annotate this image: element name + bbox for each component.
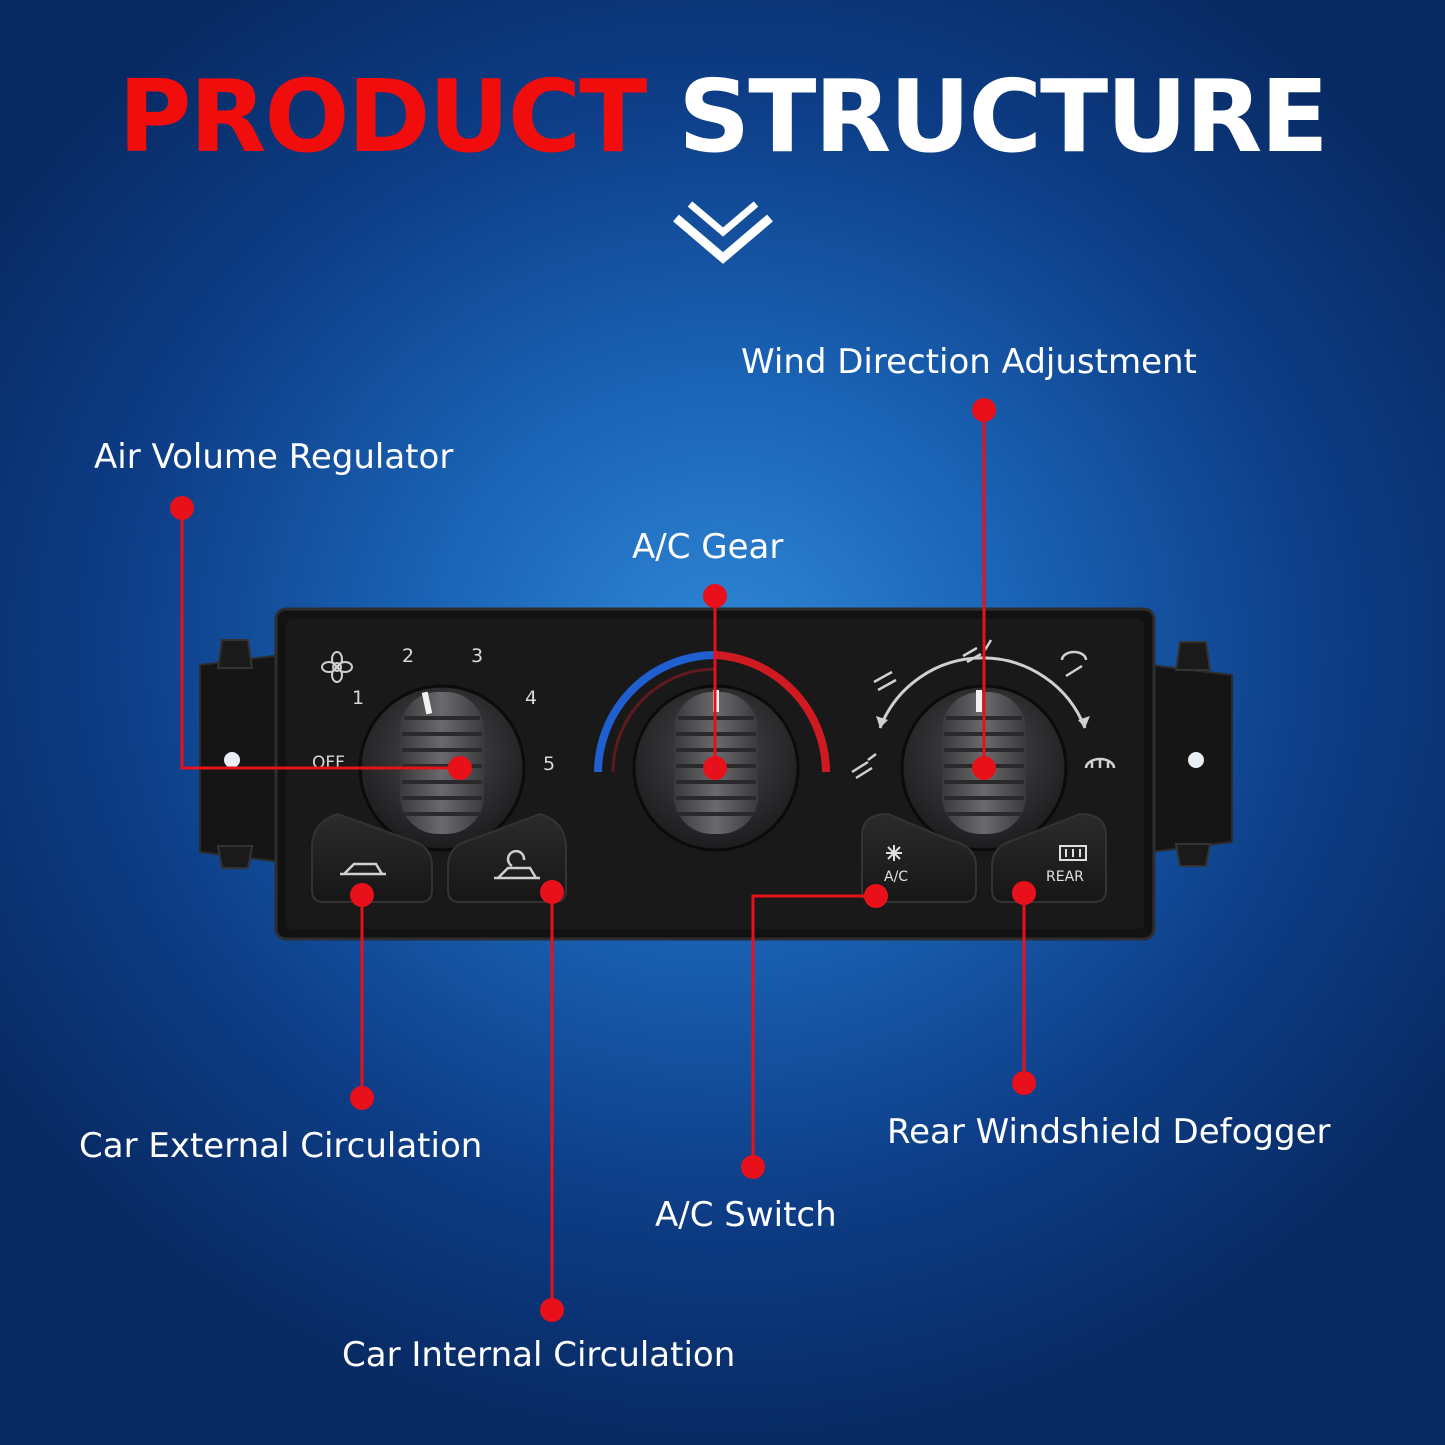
vent-face-icon bbox=[873, 670, 897, 692]
vent-defrost-floor-icon bbox=[1060, 650, 1088, 678]
snowflake-icon bbox=[886, 845, 902, 861]
rear-defrost-icon bbox=[1059, 845, 1087, 861]
label-ac-switch: A/C Switch bbox=[655, 1195, 837, 1235]
defrost-icon bbox=[1084, 757, 1116, 769]
rear-defrost-button[interactable]: REAR bbox=[991, 812, 1107, 903]
vent-bilevel-icon bbox=[962, 639, 993, 664]
mode-knob[interactable] bbox=[900, 684, 1068, 852]
fan-scale-2: 2 bbox=[402, 645, 414, 667]
page-title: PRODUCT STRUCTURE bbox=[0, 62, 1445, 172]
fan-scale-1: 1 bbox=[352, 687, 364, 709]
left-mounting-bracket bbox=[199, 639, 283, 869]
right-mounting-bracket bbox=[1149, 641, 1233, 867]
label-car-external-circulation: Car External Circulation bbox=[79, 1126, 483, 1166]
fan-scale-4: 4 bbox=[525, 687, 537, 709]
recirculation-button[interactable] bbox=[447, 812, 567, 903]
vent-floor-icon bbox=[851, 753, 877, 780]
fan-scale-3: 3 bbox=[471, 645, 483, 667]
label-car-internal-circulation: Car Internal Circulation bbox=[342, 1335, 736, 1375]
temperature-knob[interactable] bbox=[632, 684, 800, 852]
outside-air-button[interactable] bbox=[311, 812, 433, 903]
title-white-word: STRUCTURE bbox=[678, 58, 1329, 175]
label-wind-direction-adjustment: Wind Direction Adjustment bbox=[741, 342, 1197, 382]
fan-scale-5: 5 bbox=[543, 753, 555, 775]
rear-button-label: REAR bbox=[1046, 869, 1084, 885]
label-rear-windshield-defogger: Rear Windshield Defogger bbox=[887, 1112, 1331, 1152]
fan-speed-knob[interactable] bbox=[358, 684, 526, 852]
label-ac-gear: A/C Gear bbox=[632, 527, 784, 567]
chevron-down-icon bbox=[673, 201, 773, 264]
recirculation-car-icon bbox=[494, 849, 540, 880]
temp-arc-cold bbox=[594, 651, 717, 773]
title-red-word: PRODUCT bbox=[118, 58, 647, 175]
ac-button-label: A/C bbox=[884, 869, 908, 885]
outside-air-car-icon bbox=[340, 862, 386, 876]
label-air-volume-regulator: Air Volume Regulator bbox=[94, 437, 454, 477]
temp-arc-hot bbox=[715, 651, 830, 773]
ac-button[interactable]: A/C bbox=[861, 812, 977, 903]
fan-scale-off: OFF bbox=[312, 753, 345, 773]
